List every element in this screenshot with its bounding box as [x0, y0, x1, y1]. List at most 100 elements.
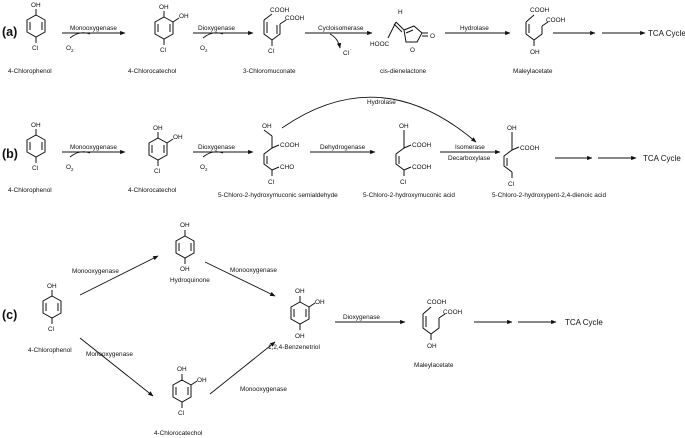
- structure-chloro-hydroxymuconic-acid: OH COOH COOH Cl: [395, 123, 432, 186]
- svg-text:OH: OH: [399, 123, 409, 130]
- svg-text:O: O: [430, 33, 435, 40]
- svg-text:CHO: CHO: [280, 164, 294, 171]
- svg-text:COOH: COOH: [427, 299, 447, 306]
- svg-text:OH: OH: [31, 2, 41, 9]
- compound-name: 4-Chlorocatechol: [128, 187, 176, 194]
- enzyme-label: Dehydrogenase: [320, 144, 366, 151]
- svg-text:OH: OH: [153, 125, 163, 132]
- svg-text:OH: OH: [180, 266, 190, 273]
- compound-name: cis-dienelactone: [380, 68, 427, 75]
- compound-name: Maleylacetate: [414, 362, 454, 369]
- svg-text:COOH: COOH: [546, 17, 566, 24]
- cofactor-arrow: [329, 33, 342, 49]
- structure-4-chlorophenol-b: OH Cl: [26, 122, 46, 172]
- enzyme-label: Hydrolase: [367, 99, 396, 106]
- svg-text:2: 2: [205, 48, 208, 53]
- compound-name: 3-Chloromuconate: [243, 68, 296, 75]
- svg-text:-: -: [350, 47, 352, 52]
- o2-label: O: [66, 164, 71, 171]
- svg-text:OH: OH: [295, 288, 305, 295]
- cofactor-arrow: [69, 151, 91, 158]
- svg-text:COOH: COOH: [443, 309, 463, 316]
- tca-cycle-label: TCA Cycle: [648, 29, 685, 38]
- svg-text:OH: OH: [530, 49, 540, 56]
- svg-text:Cl: Cl: [268, 48, 274, 55]
- svg-text:HOOC: HOOC: [370, 41, 390, 48]
- enzyme-label: Hydrolase: [460, 25, 489, 32]
- reaction-arrow: [209, 341, 276, 395]
- svg-text:OH: OH: [295, 333, 305, 340]
- structure-4-chlorophenol-a: OH Cl: [26, 2, 46, 52]
- svg-text:COOH: COOH: [280, 142, 300, 149]
- svg-text:OH: OH: [197, 377, 207, 384]
- svg-text:COOH: COOH: [520, 145, 540, 152]
- panel-c-label: (c): [2, 308, 17, 322]
- structure-4-chlorocatechol-a: OH OH Cl: [154, 4, 189, 54]
- compound-name: 4-Chlorophenol: [8, 68, 52, 75]
- compound-name: 4-Chlorophenol: [8, 187, 52, 194]
- svg-text:Cl: Cl: [268, 179, 274, 186]
- panel-b-label: (b): [2, 147, 18, 161]
- compound-name: 4-Chlorophenol: [28, 347, 72, 354]
- tca-cycle-label: TCA Cycle: [643, 154, 681, 163]
- o2-label: O: [200, 164, 205, 171]
- enzyme-label: Dioxygenase: [198, 144, 235, 151]
- svg-text:COOH: COOH: [412, 142, 432, 149]
- svg-text:H: H: [398, 9, 403, 16]
- compound-name: 5-Chloro-2-hydroxymuconic semialdehyde: [218, 192, 338, 199]
- structure-4-chlorocatechol-b: OH OH Cl: [148, 125, 183, 175]
- svg-text:Cl: Cl: [178, 410, 184, 417]
- svg-text:Cl: Cl: [400, 179, 406, 186]
- structure-maleylacetate-c: COOH COOH OH: [422, 299, 463, 350]
- enzyme-label: Monooxygenase: [230, 267, 277, 274]
- svg-text:OH: OH: [177, 366, 187, 373]
- svg-text:2: 2: [71, 48, 74, 53]
- structure-benzenetriol: OH OH OH: [290, 288, 325, 340]
- enzyme-label: Monooxygenase: [86, 351, 133, 358]
- compound-name: 5-Chloro-2-hydroxymuconic acid: [363, 192, 455, 199]
- svg-text:Cl: Cl: [48, 326, 54, 333]
- svg-text:Cl: Cl: [32, 45, 38, 52]
- svg-text:OH: OH: [262, 123, 272, 130]
- compound-name: 4-Chlorocatechol: [154, 430, 202, 437]
- svg-text:Cl: Cl: [154, 168, 160, 175]
- reaction-arrow: [204, 261, 276, 297]
- svg-text:2: 2: [205, 167, 208, 172]
- svg-text:OH: OH: [180, 222, 190, 229]
- enzyme-label: Decarboxylase: [448, 155, 491, 162]
- enzyme-label: Cycloisomerase: [318, 25, 364, 32]
- svg-text:COOH: COOH: [530, 7, 550, 14]
- compound-name: Maleylacetate: [513, 68, 553, 75]
- enzyme-label: Monooxygenase: [70, 25, 117, 32]
- svg-text:COOH: COOH: [285, 15, 305, 22]
- structure-4-chlorocatechol-c: OH OH Cl: [172, 366, 207, 417]
- svg-text:OH: OH: [173, 134, 183, 141]
- svg-text:OH: OH: [507, 125, 517, 132]
- tca-cycle-label: TCA Cycle: [565, 318, 603, 327]
- svg-text:COOH: COOH: [412, 164, 432, 171]
- svg-text:OH: OH: [427, 343, 437, 350]
- compound-name: 1,2,4-Benzenetriol: [268, 344, 320, 351]
- structure-chloro-hydroxypentadienoic-acid: OH COOH Cl: [503, 125, 540, 188]
- svg-text:OH: OH: [179, 13, 189, 20]
- o2-label: O: [200, 45, 205, 52]
- enzyme-label: Monooxygenase: [70, 144, 117, 151]
- compound-name: 5-Chloro-2-hydroxypent-2,4-dienoic acid: [492, 192, 606, 199]
- svg-text:2: 2: [71, 167, 74, 172]
- svg-text:OH: OH: [159, 4, 169, 11]
- svg-text:OH: OH: [315, 299, 325, 306]
- structure-maleylacetate-a: COOH COOH OH: [525, 7, 566, 56]
- reaction-arrow: [79, 337, 154, 397]
- enzyme-label: Dioxygenase: [198, 25, 235, 32]
- structure-hydroquinone: OH OH: [175, 222, 195, 273]
- svg-text:OH: OH: [47, 283, 57, 290]
- compound-name: Hydroquinone: [170, 277, 210, 284]
- enzyme-label: Dioxygenase: [343, 314, 380, 321]
- svg-text:COOH: COOH: [270, 7, 290, 14]
- enzyme-label: Isomerase: [455, 144, 485, 151]
- enzyme-label: Monooxygenase: [72, 268, 119, 275]
- cofactor-arrow: [202, 32, 224, 39]
- structure-cis-dienelactone: H HOOC O O: [370, 9, 435, 54]
- svg-text:O: O: [410, 47, 415, 54]
